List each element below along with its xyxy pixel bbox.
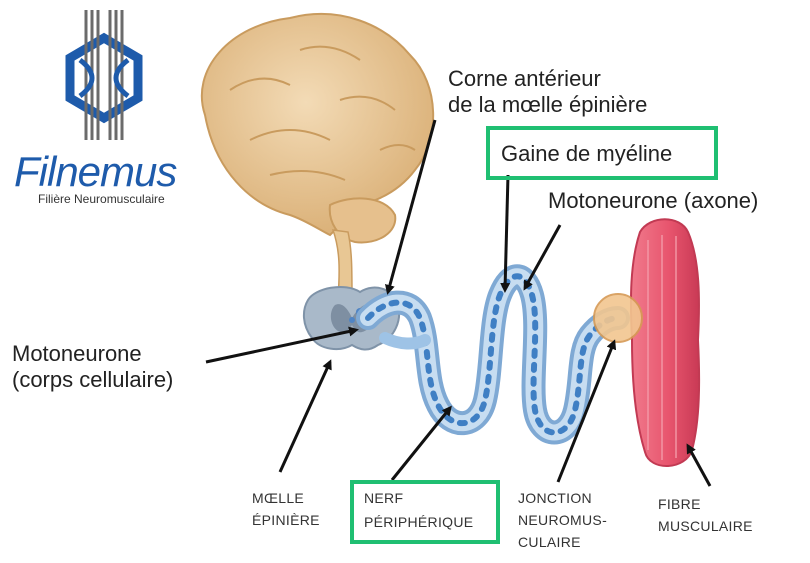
arrow-nerf — [392, 408, 450, 480]
label-jonction-line1: JONCTION — [518, 488, 592, 508]
arrow-moelle — [280, 362, 330, 472]
label-gaine: Gaine de myéline — [501, 141, 672, 167]
logo-subtitle: Filière Neuromusculaire — [38, 192, 165, 206]
label-corps-line2: (corps cellulaire) — [12, 367, 173, 393]
label-nerf-line2: PÉRIPHÉRIQUE — [364, 512, 473, 532]
peripheral-nerve — [368, 276, 618, 432]
label-corne-line1: Corne antérieur — [448, 66, 601, 92]
label-moelle-line2: ÉPINIÈRE — [252, 510, 320, 530]
label-corps-line1: Motoneurone — [12, 341, 142, 367]
label-jonction-line3: CULAIRE — [518, 532, 581, 552]
arrow-axone — [525, 225, 560, 288]
arrow-fibre — [688, 446, 710, 486]
muscle-fiber — [631, 219, 699, 466]
label-jonction-line2: NEUROMUS- — [518, 510, 607, 530]
logo-name: Filnemus — [14, 148, 176, 196]
label-nerf-line1: NERF — [364, 488, 403, 508]
label-axone: Motoneurone (axone) — [548, 188, 758, 214]
filnemus-logo-icon — [70, 10, 138, 140]
label-corne-line2: de la mœlle épinière — [448, 92, 647, 118]
label-fibre-line1: FIBRE — [658, 494, 701, 514]
label-fibre-line2: MUSCULAIRE — [658, 516, 753, 536]
label-moelle-line1: MŒLLE — [252, 488, 304, 508]
neuromuscular-junction — [594, 294, 642, 342]
